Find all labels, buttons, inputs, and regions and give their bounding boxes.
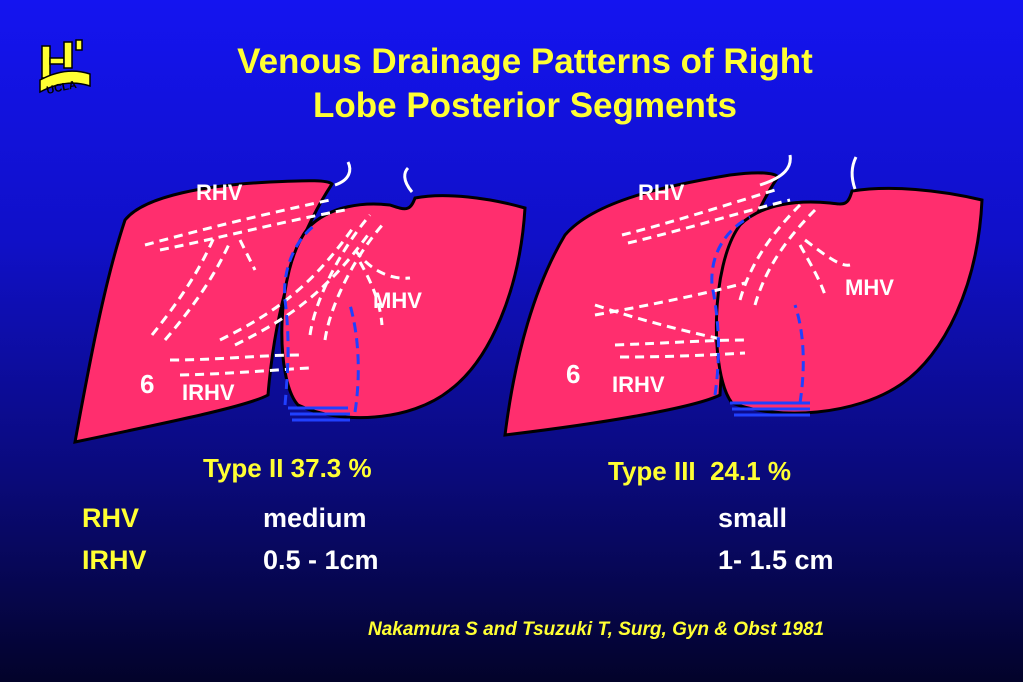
mhv-label-2: MHV [845, 275, 894, 300]
row-rhv-type3: small [718, 503, 788, 533]
citation: Nakamura S and Tsuzuki T, Surg, Gyn & Ob… [368, 619, 825, 640]
title-line-2: Lobe Posterior Segments [313, 86, 737, 125]
row-irhv-name: IRHV [82, 545, 147, 575]
row-irhv-type3: 1- 1.5 cm [718, 545, 834, 575]
segment-label-2: 6 [566, 359, 580, 389]
row-rhv-name: RHV [82, 503, 140, 533]
row-irhv-type2: 0.5 - 1cm [263, 545, 379, 575]
irhv-label-1: IRHV [182, 380, 235, 405]
segment-label-1: 6 [140, 369, 154, 399]
ucla-logo-icon: UCLA [39, 39, 91, 97]
ucla-logo: UCLA [36, 36, 96, 97]
liver-diagram-type2: RHV MHV IRHV 6 [73, 161, 527, 444]
mhv-label-1: MHV [373, 288, 422, 313]
title-line-1: Venous Drainage Patterns of Right [237, 42, 813, 81]
type2-label: Type II 37.3 % [203, 453, 372, 483]
type3-label: Type III 24.1 % [608, 456, 792, 486]
liver-diagram-type3: RHV MHV IRHV 6 [503, 154, 984, 437]
slide-title: Venous Drainage Patterns of Right Lobe P… [140, 40, 910, 128]
rhv-label-1: RHV [196, 180, 243, 205]
row-rhv-type2: medium [263, 503, 367, 533]
rhv-label-2: RHV [638, 180, 685, 205]
irhv-label-2: IRHV [612, 372, 665, 397]
